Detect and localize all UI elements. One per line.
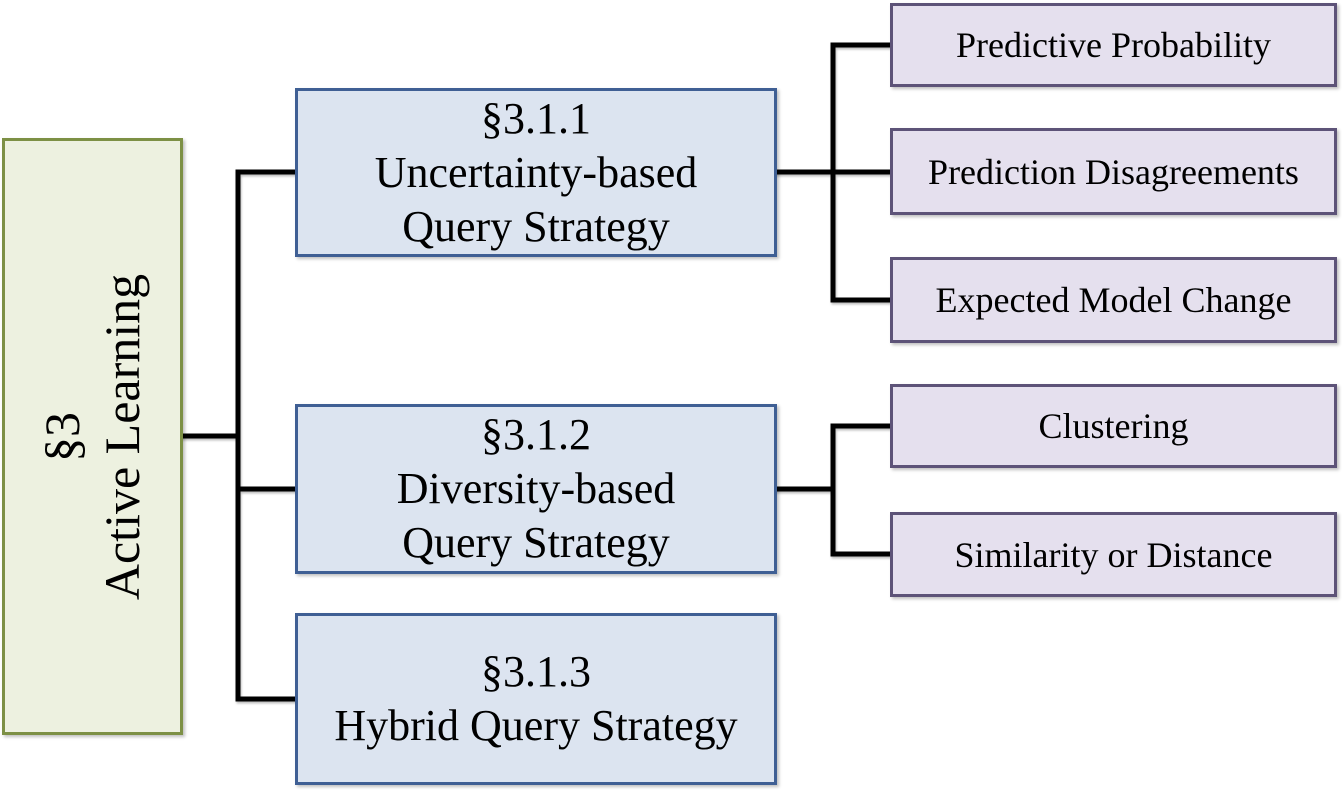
node-uncertainty-based-query-strategy: §3.1.1 Uncertainty-based Query Strategy bbox=[295, 88, 777, 257]
branch-section-number: §3.1.1 bbox=[481, 93, 591, 143]
node-clustering: Clustering bbox=[890, 384, 1337, 468]
branch-section-number: §3.1.2 bbox=[481, 410, 591, 459]
root-section-number: §3 bbox=[34, 411, 91, 462]
node-diversity-based-query-strategy: §3.1.2 Diversity-based Query Strategy bbox=[295, 404, 777, 574]
branch-title-line: Query Strategy bbox=[402, 201, 670, 251]
branch-title-line: Query Strategy bbox=[402, 518, 670, 567]
branch-title-line: Diversity-based bbox=[396, 464, 676, 513]
node-expected-model-change: Expected Model Change bbox=[890, 257, 1337, 343]
node-active-learning: §3 Active Learning bbox=[2, 138, 183, 735]
uncertainty-to-leaves-connector bbox=[774, 42, 898, 303]
node-hybrid-query-strategy: §3.1.3 Hybrid Query Strategy bbox=[295, 613, 777, 785]
root-vertical-label: §3 Active Learning bbox=[33, 273, 153, 599]
node-predictive-probability: Predictive Probability bbox=[890, 3, 1337, 87]
root-title: Active Learning bbox=[94, 273, 151, 600]
node-similarity-or-distance: Similarity or Distance bbox=[890, 512, 1337, 597]
root-to-branches-connector bbox=[180, 169, 303, 702]
branch-title-line: Uncertainty-based bbox=[374, 147, 698, 197]
diversity-to-leaves-connector bbox=[774, 423, 898, 557]
node-prediction-disagreements: Prediction Disagreements bbox=[890, 128, 1337, 215]
branch-title-line: Hybrid Query Strategy bbox=[334, 701, 738, 750]
branch-section-number: §3.1.3 bbox=[481, 647, 591, 696]
